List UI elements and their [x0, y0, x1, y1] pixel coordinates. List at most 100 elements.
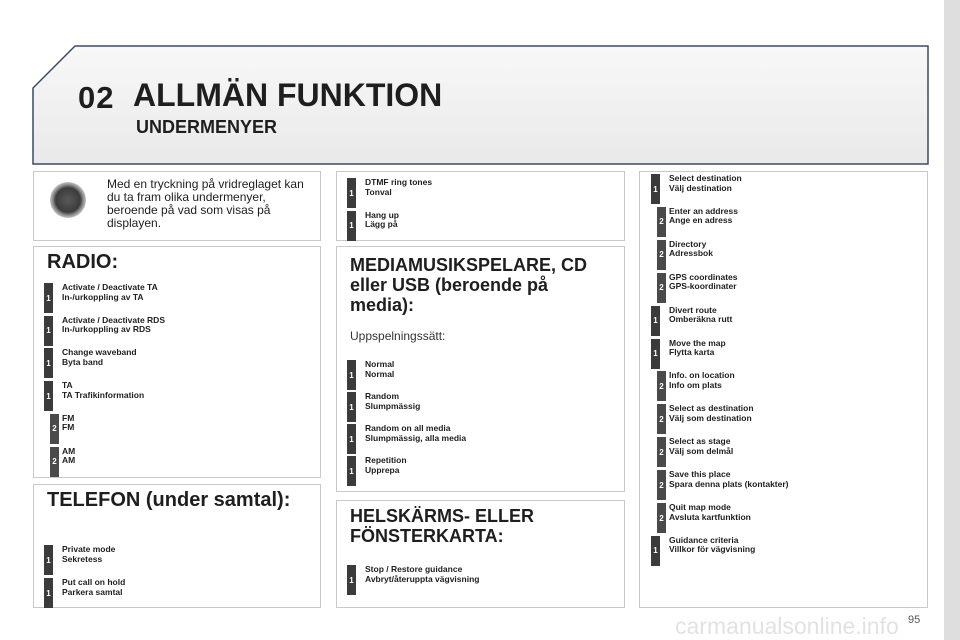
level-badge: 2	[50, 446, 59, 477]
level-badge: 1	[347, 210, 356, 241]
level-badge: 2	[657, 272, 666, 303]
level-badge: 1	[347, 424, 356, 454]
level-badge: 2	[657, 470, 666, 501]
media-title: MEDIAMUSIKSPELARE, CD eller USB (beroend…	[350, 255, 588, 315]
menu-item-label-sv: AM	[62, 455, 76, 465]
menu-item-label-sv: Adressbok	[669, 248, 713, 259]
level-badge: 1	[347, 392, 356, 422]
menu-item-label-sv: Avsluta kartfunktion	[669, 511, 751, 522]
menu-item-label-sv: Normal	[365, 368, 395, 379]
menu-item-label-en: Repetition	[365, 455, 407, 465]
fullscreen-title: HELSKÄRMS- ELLER FÖNSTERKARTA:	[350, 506, 534, 546]
header-banner	[32, 45, 929, 165]
fullscreen-panel	[336, 500, 625, 608]
menu-item-label-en: Put call on hold	[62, 577, 126, 587]
menu-item-label-en: Info. on location	[669, 370, 735, 381]
menu-item-label-sv: Parkera samtal	[62, 586, 123, 597]
menu-item-label-en: Save this place	[669, 469, 731, 480]
menu-item-label-sv: Tonval	[365, 186, 392, 197]
rotary-knob-icon	[50, 182, 86, 218]
menu-item-label-en: Select destination	[669, 173, 742, 183]
menu-item-label-sv: TA Trafikinformation	[62, 389, 145, 400]
menu-item-label-en: Divert route	[669, 304, 717, 315]
menu-item-label-en: AM	[62, 445, 76, 456]
menu-item-label-sv: Välj som destination	[669, 412, 752, 423]
page-subtitle: UNDERMENYER	[136, 117, 278, 137]
level-badge: 1	[347, 178, 356, 208]
telefon-title: TELEFON (under samtal):	[47, 489, 291, 511]
level-badge: 2	[657, 437, 666, 468]
menu-item-label-sv: Info om plats	[669, 379, 722, 390]
level-badge: 1	[651, 535, 660, 566]
menu-item-label-sv: In-/urkoppling av TA	[62, 291, 144, 302]
menu-item-label-en: TA	[62, 380, 73, 391]
level-badge: 1	[347, 360, 356, 390]
level-badge: 1	[44, 315, 53, 346]
menu-item-label-sv: Sekretess	[62, 553, 103, 564]
menu-item-label-en: Enter an address	[669, 205, 738, 216]
menu-item-text: Random Slumpmässig	[365, 391, 420, 411]
radio-panel	[33, 246, 321, 478]
level-badge: 1	[44, 283, 53, 313]
level-badge: 1	[651, 338, 660, 369]
level-badge: 2	[657, 206, 666, 237]
radio-title: RADIO:	[47, 251, 119, 273]
menu-item-label-en: Private mode	[62, 544, 116, 554]
menu-item-label-en: GPS coordinates	[669, 271, 738, 282]
menu-item-label-sv: Upprepa	[365, 464, 400, 475]
menu-item-label-sv: GPS-koordinater	[669, 281, 737, 292]
menu-item-label-en: Guidance criteria	[669, 534, 739, 545]
level-badge: 1	[44, 545, 53, 575]
watermark: carmanualsonline.info	[675, 613, 899, 639]
menu-item-label-en: Directory	[669, 238, 707, 249]
level-badge: 1	[44, 348, 53, 379]
menu-item-label-sv: Slumpmässig, alla media	[365, 432, 467, 443]
menu-item-label-en: Quit map mode	[669, 502, 731, 512]
level-badge: 1	[347, 565, 356, 595]
menu-item-label-en: DTMF ring tones	[365, 177, 433, 187]
menu-item-label-sv: In-/urkoppling av RDS	[62, 324, 151, 335]
menu-item-label-en: FM	[62, 412, 75, 423]
level-badge: 1	[651, 305, 660, 336]
menu-item-label-sv: Välj som delmål	[669, 445, 734, 456]
menu-item-label-en: Change waveband	[62, 347, 137, 358]
menu-item-label-sv: FM	[62, 422, 75, 433]
level-badge: 2	[657, 404, 666, 435]
level-badge: 1	[651, 174, 660, 204]
level-badge: 2	[657, 239, 666, 270]
menu-item-label-sv: Lägg på	[365, 219, 398, 229]
page-number: 95	[908, 614, 921, 626]
menu-item-label-sv: Villkor för vägvisning	[669, 544, 756, 555]
menu-item-label-en: Select as stage	[669, 436, 731, 447]
menu-item-label-en: Random	[365, 391, 399, 401]
level-badge: 2	[657, 371, 666, 402]
level-badge: 1	[44, 578, 53, 608]
page-edge-strip	[944, 0, 960, 640]
menu-item-label-sv: Byta band	[62, 356, 104, 367]
intro-text: Med en tryckning på vridreglaget kan du …	[107, 177, 304, 230]
media-subtitle: Uppspelningssätt:	[350, 329, 446, 343]
menu-item-label-en: Move the map	[669, 337, 726, 348]
level-badge: 2	[657, 503, 666, 533]
